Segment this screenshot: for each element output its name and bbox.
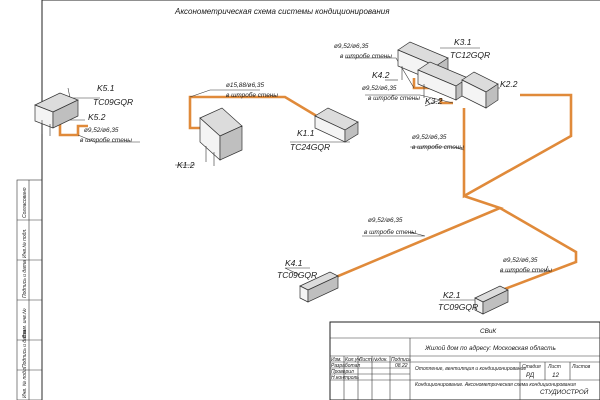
tb-object: Жилой дом по адресу: Московская область (424, 344, 556, 352)
pipe-k4-stub (439, 98, 453, 105)
unit-k1-2-id: K1.2 (177, 160, 195, 170)
tb-stage: РД (526, 372, 535, 379)
side-stamp-field-5: Подпись и дата (22, 330, 28, 368)
side-stamp-field-6: Инв. № подл. (22, 367, 28, 398)
tb-col-doc: №док. (373, 357, 388, 363)
leader-k3-2 (424, 99, 441, 107)
unit-k4-1-id: K4.1 (285, 258, 303, 268)
pipe-k2-1 (499, 206, 578, 292)
unit-k3-2-id: K3.2 (425, 96, 443, 106)
tb-date: 08.22 (395, 363, 408, 369)
leader-lines (55, 47, 549, 301)
pipe-label-k3-note: в штробе стены (340, 52, 392, 60)
unit-k4-1 (299, 271, 339, 303)
unit-k1-2-side (219, 125, 243, 161)
pipe-label-k3-size: ø9,52/ø6,35 (334, 43, 369, 50)
unit-k2-2-id: K2.2 (500, 79, 518, 89)
unit-k5-1-id: K5.1 (97, 83, 115, 93)
tb-col-izm: Изм. (331, 357, 342, 363)
unit-k2-1-model: TC09GQR (438, 302, 478, 312)
pipe-label-k4-1-note: в штробе стены (364, 228, 416, 236)
unit-k1-1-id: K1.1 (297, 128, 315, 138)
unit-k2-1-side (482, 289, 509, 315)
unit-k4-2-id: K4.2 (372, 70, 390, 80)
tb-col-list: Лист (358, 357, 372, 363)
unit-k1-2 (199, 107, 243, 166)
refrigerant-pipes (58, 78, 578, 292)
tb-sheet-header: Лист (547, 364, 561, 370)
pipe-labels: ø9,52/ø6,35 в штробе стены ø15,88/ø6,35 … (80, 43, 552, 274)
drawing-frame (41, 0, 600, 400)
unit-k4-1-model: TC09GQR (277, 270, 317, 280)
side-stamp-field-4: Взам. инв.№ (22, 308, 28, 338)
unit-k2-2-side (485, 83, 499, 109)
unit-k4-1-side (307, 275, 339, 303)
title-block-border (329, 321, 600, 400)
side-stamp: Согласовано Инв.№ подл. Подпись и дата В… (16, 179, 43, 400)
tb-sheets-header: Листов (571, 364, 591, 370)
leader-k4-1 (284, 267, 310, 276)
tb-role-check: Проверил (331, 369, 354, 375)
pipe-label-k4-note: в штробе стены (368, 94, 420, 102)
unit-k5-2-id: K5.2 (88, 112, 106, 122)
unit-k5-1-model: TC09GQR (93, 97, 133, 107)
unit-k3-1-model: TC12GQR (450, 50, 490, 60)
pipe-label-k2-1-size: ø9,52/ø6,35 (503, 257, 538, 264)
leader-k4-1-pipe (362, 231, 426, 237)
pipe-label-k2-note: в штробе стены (412, 143, 464, 151)
pipe-label-k4-size: ø9,52/ø6,35 (362, 85, 397, 92)
tb-code: СВиК (480, 328, 497, 335)
tb-sheet-no: 12 (552, 372, 560, 379)
tb-sheet-title: Кондиционирование. Аксонометрическая схе… (415, 382, 576, 388)
side-stamp-field-1: Согласовано (22, 187, 28, 218)
pipe-label-k1-note: в штробе стены (226, 91, 278, 99)
unit-k3-k4-cluster (397, 41, 469, 101)
unit-k5-group (34, 92, 79, 136)
tb-org: СТУДИОСТРОЙ (540, 387, 589, 396)
pipe-label-k1-size: ø15,88/ø6,35 (226, 82, 264, 89)
pipe-label-k2-1-note: в штробе стены (500, 266, 552, 274)
unit-k1-1-side (344, 121, 359, 143)
drawing-title: Аксонометрическая схема системы кондицио… (174, 7, 390, 16)
side-stamp-field-3: Подпись и дата (22, 260, 28, 298)
tb-role-nk: Н.контроль (331, 375, 359, 381)
tb-role-dev: Разработал (331, 363, 360, 369)
leader-k2-1-pipe (500, 265, 549, 273)
unit-k1-1 (314, 107, 359, 143)
pipe-k2-riser (462, 93, 573, 199)
tb-stage-header: Стадия (522, 364, 541, 370)
leader-k3-pipe (345, 57, 415, 89)
unit-k1-1-model: TC24GQR (290, 142, 330, 152)
pipe-label-k4-1-size: ø9,52/ø6,35 (368, 217, 403, 224)
leader-k2-pipe (410, 146, 465, 151)
unit-k5-1-side (52, 99, 79, 129)
side-stamp-box (16, 179, 43, 400)
unit-labels: K5.1 TC09GQR K5.2 K1.1 TC24GQR K1.2 K3.1… (88, 37, 518, 312)
leader-k1-pipe (189, 89, 260, 98)
unit-k2-1-id: K2.1 (443, 290, 461, 300)
leader-k5-pipe (77, 134, 140, 143)
side-stamp-field-2: Инв.№ подл. (22, 228, 28, 258)
pipe-label-k5-size: ø9,52/ø6,35 (84, 127, 119, 134)
pipe-label-k2-size: ø9,52/ø6,35 (412, 134, 447, 141)
unit-k3-1-id: K3.1 (454, 37, 472, 47)
leader-k4-pipe (365, 94, 454, 104)
title-block: СВиК Жилой дом по адресу: Московская обл… (329, 321, 600, 400)
tb-section: Отопление, вентиляция и кондиционировани… (415, 366, 526, 372)
unit-k2-1 (474, 285, 509, 315)
tb-col-kol: Кол.уч. (345, 357, 361, 363)
unit-k2-2 (461, 71, 499, 109)
pipe-label-k5-note: в штробе стены (80, 136, 132, 144)
tb-col-sign: Подпись (391, 357, 411, 363)
